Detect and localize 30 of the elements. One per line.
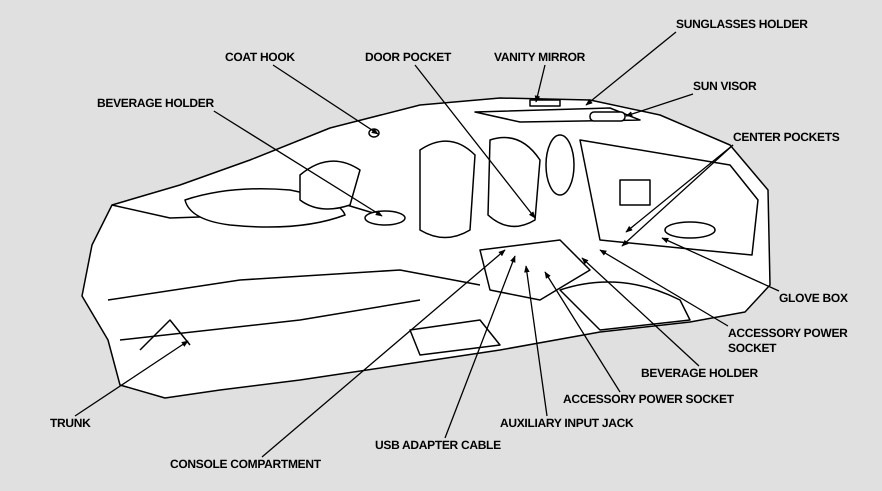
leader-line xyxy=(444,255,516,438)
part-label: COAT HOOK xyxy=(225,50,295,65)
part-label: SUN VISOR xyxy=(693,79,756,94)
leader-line xyxy=(272,64,379,135)
leader-line xyxy=(214,110,383,217)
leader-line xyxy=(524,265,548,416)
leader-line xyxy=(585,32,676,106)
part-label: VANITY MIRROR xyxy=(494,50,585,65)
part-label: USB ADAPTER CABLE xyxy=(375,438,501,453)
leader-line xyxy=(621,144,734,246)
part-label: GLOVE BOX xyxy=(779,291,848,306)
leader-line xyxy=(625,144,734,232)
part-label: SUNGLASSES HOLDER xyxy=(676,17,808,32)
part-label: ACCESSORY POWER SOCKET xyxy=(728,326,873,356)
part-label: CONSOLE COMPARTMENT xyxy=(170,457,321,472)
part-label: ACCESSORY POWER SOCKET xyxy=(563,392,734,407)
part-label: BEVERAGE HOLDER xyxy=(97,96,214,111)
leader-line xyxy=(534,64,546,103)
part-label: TRUNK xyxy=(50,416,90,431)
part-label: DOOR POCKET xyxy=(365,50,452,65)
leader-line xyxy=(262,250,506,458)
leader-line xyxy=(544,271,621,392)
part-label: AUXILIARY INPUT JACK xyxy=(500,416,634,431)
part-label: BEVERAGE HOLDER xyxy=(641,366,758,381)
leader-line xyxy=(599,249,728,327)
leader-line xyxy=(625,93,694,117)
leader-line xyxy=(74,340,189,417)
leader-line xyxy=(414,64,536,219)
part-label: CENTER POCKETS xyxy=(733,130,840,145)
leader-line xyxy=(581,258,700,366)
